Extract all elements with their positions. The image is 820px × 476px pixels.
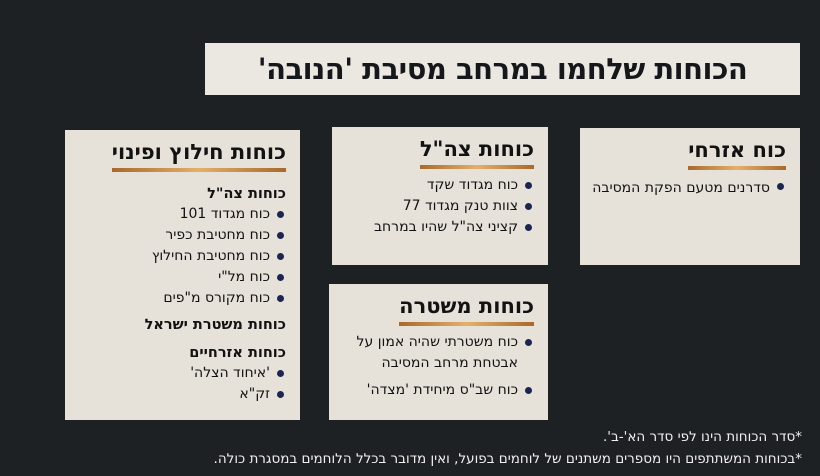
footnote: *סדר הכוחות הינו לפי סדר הא'-ב'.	[603, 429, 802, 445]
title-banner: הכוחות שלחמו במרחב מסיבת 'הנובה'	[205, 43, 800, 95]
list-item: צוות טנק מגדוד 77	[342, 196, 534, 217]
page-title: הכוחות שלחמו במרחב מסיבת 'הנובה'	[257, 52, 748, 86]
list-item: זק"א	[75, 384, 286, 405]
card-heading: כוח אזרחי	[688, 138, 786, 170]
card-heading: כוחות חילוץ ופינוי	[111, 140, 286, 172]
card-police: כוחות משטרה כוח משטרתי שהיה אמון על אבטח…	[329, 284, 548, 420]
footnote: *בכוחות המשתתפים היו מספרים משתנים של לו…	[213, 451, 802, 467]
card-heading: כוחות משטרה	[399, 294, 534, 326]
list-item: כוח מל"י	[75, 267, 286, 288]
subheading-police: כוחות משטרת ישראל	[144, 317, 286, 333]
subheading-civil: כוחות אזרחיים	[189, 345, 286, 361]
card-heading: כוחות צה"ל	[419, 137, 534, 169]
card-idf: כוחות צה"ל כוח מגדוד שקד צוות טנק מגדוד …	[332, 127, 548, 265]
card-rescue: כוחות חילוץ ופינוי כוחות צה"ל כוח מגדוד …	[65, 130, 300, 420]
card-civilian: כוח אזרחי סדרנים מטעם הפקת המסיבה	[580, 128, 800, 265]
list-item: כוח מחטיבת כפיר	[75, 225, 286, 246]
list-item: כוח מגדוד שקד	[342, 175, 534, 196]
list-item: כוח מגדוד 101	[75, 204, 286, 225]
list-item: כוח שב"ס מיחידת 'מצדה'	[339, 380, 534, 401]
list-item: כוח מקורס מ"פים	[75, 288, 286, 309]
list-item: קציני צה"ל שהיו במרחב	[342, 217, 534, 238]
subheading-idf: כוחות צה"ל	[207, 186, 286, 202]
list-item: 'איחוד הצלה'	[75, 363, 286, 384]
list-item: כוח מחטיבת החילוץ	[75, 246, 286, 267]
footnotes: *סדר הכוחות הינו לפי סדר הא'-ב'. *בכוחות…	[214, 426, 802, 470]
list-item: כוח משטרתי שהיה אמון על אבטחת מרחב המסיב…	[339, 332, 534, 374]
list-item: סדרנים מטעם הפקת המסיבה	[590, 176, 786, 200]
